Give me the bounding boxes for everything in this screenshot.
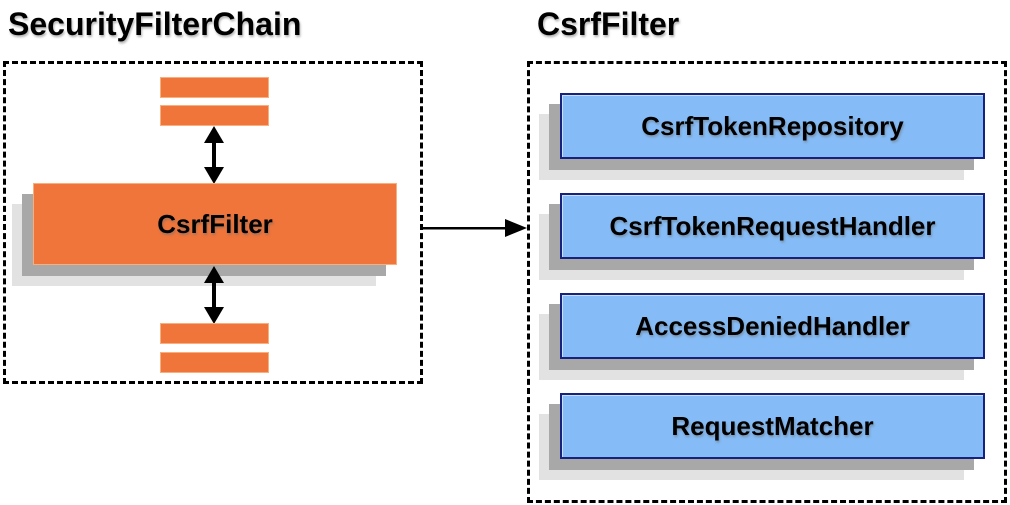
security-filter-chain-panel <box>3 61 423 384</box>
csrf-filter-panel <box>527 61 1007 503</box>
filter-bar <box>160 105 269 126</box>
component-label: AccessDeniedHandler <box>635 310 910 341</box>
filter-bar <box>160 352 269 373</box>
csrf-filter-title: CsrfFilter <box>537 6 680 42</box>
arrow-right-icon <box>423 217 527 239</box>
csrf-filter-box-label: CsrfFilter <box>157 208 273 239</box>
security-filter-chain-title: SecurityFilterChain <box>8 6 302 42</box>
request-matcher-box: RequestMatcher <box>560 393 985 459</box>
access-denied-handler-box: AccessDeniedHandler <box>560 293 985 359</box>
csrf-token-repository-box: CsrfTokenRepository <box>560 93 985 159</box>
component-label: RequestMatcher <box>671 410 874 441</box>
csrf-filter-box: CsrfFilter <box>33 183 397 265</box>
filter-bar <box>160 77 269 98</box>
double-headed-arrow-icon <box>200 266 228 324</box>
csrf-token-request-handler-box: CsrfTokenRequestHandler <box>560 193 985 259</box>
filter-bar <box>160 323 269 344</box>
component-label: CsrfTokenRequestHandler <box>609 210 936 241</box>
double-headed-arrow-icon <box>200 126 228 184</box>
component-label: CsrfTokenRepository <box>641 110 904 141</box>
